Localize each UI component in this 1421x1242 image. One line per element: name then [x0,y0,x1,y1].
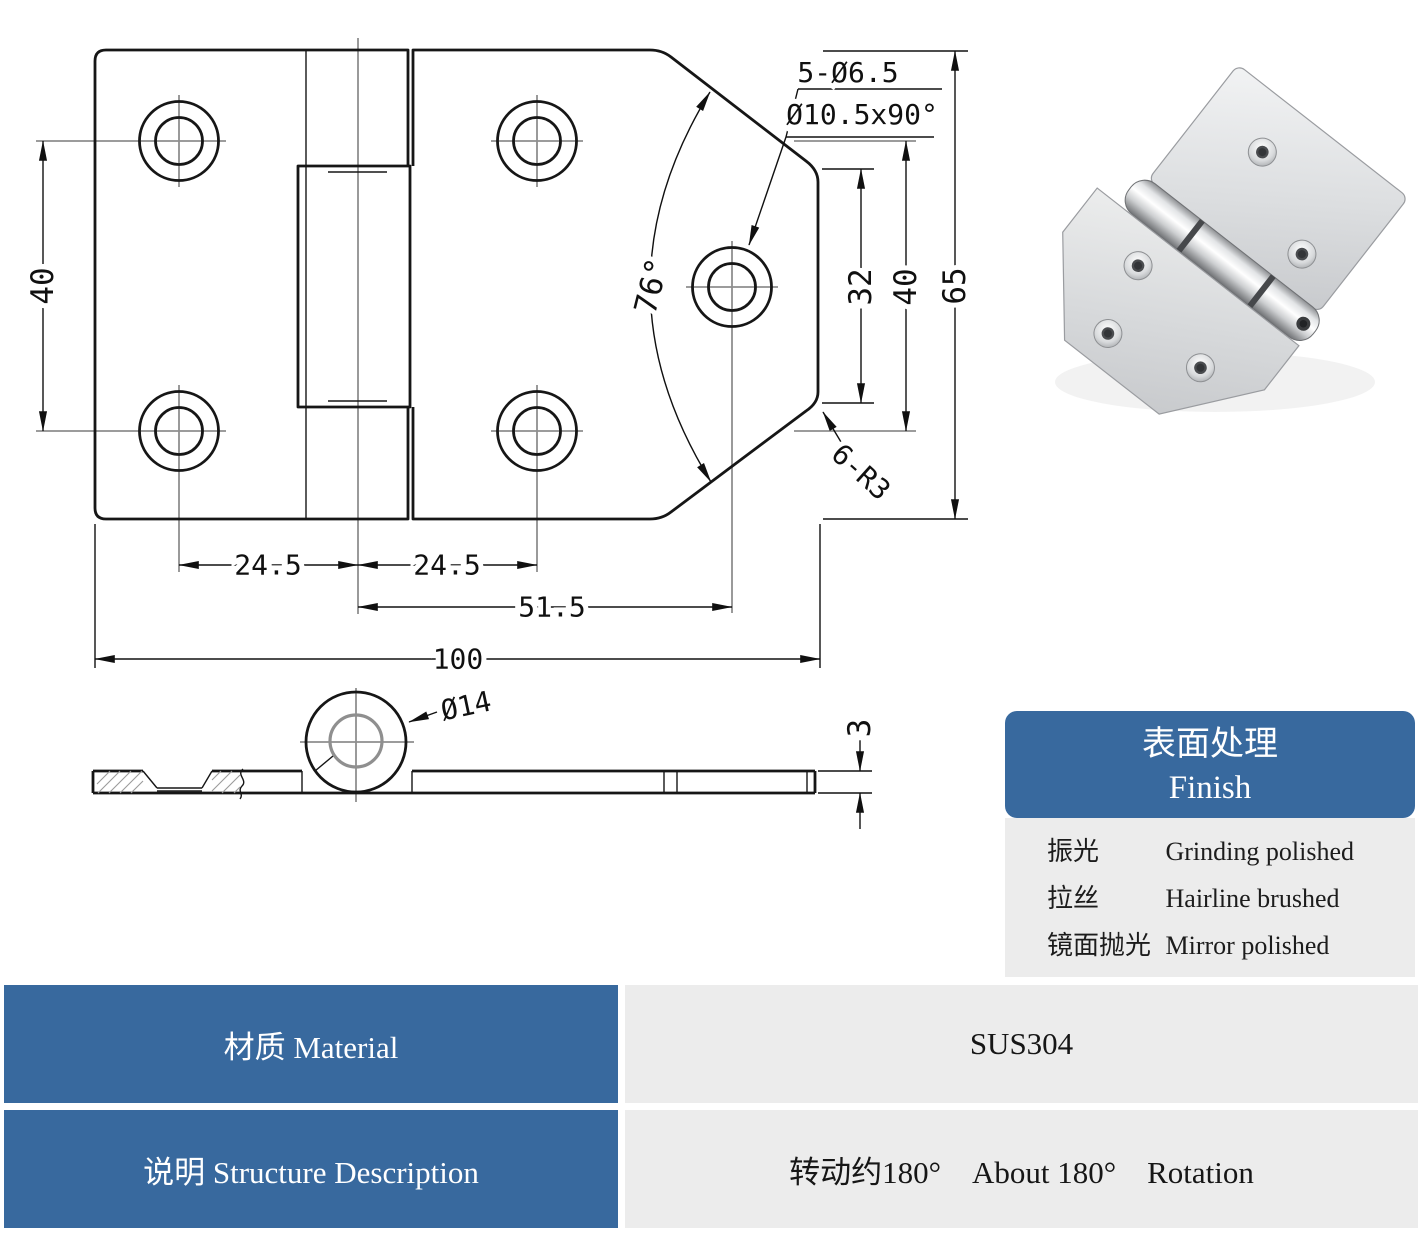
left-leaf [93,48,410,521]
dim-edge: 32 [843,268,879,305]
spec-row-material: 材质 Material SUS304 [4,985,1418,1103]
centerlines [36,38,916,614]
top-view: 5-Ø6.5 Ø10.5x90° 40 32 40 65 24.5 24.5 5… [20,38,978,681]
thin-lines [305,50,387,519]
side-view: Ø14 3 [91,680,883,829]
structure-value-cell: 转动约180° About 180° Rotation [625,1110,1418,1228]
dim-knuckle-dia: Ø14 [438,685,494,728]
knuckle-circle [304,690,408,794]
note-corner-radius: 6-R3 [825,437,897,507]
dim-pitch-a: 24.5 [234,549,301,582]
barrel-gap [1176,218,1205,253]
finish-card: 表面处理 Finish 振光 Grinding polished 拉丝 Hair… [1005,711,1415,977]
part-outline [93,48,820,521]
structure-label-cell: 说明 Structure Description [4,1110,618,1228]
middle-knuckle [296,164,412,409]
dim-height: 65 [937,267,973,304]
finish-title-en: Finish [1168,770,1252,806]
structure-label: 说明 Structure Description [143,1154,479,1190]
right-leaf [411,48,820,521]
material-label-cell: 材质 Material [4,985,618,1103]
note-countersink: Ø10.5x90° [786,98,938,131]
dim-left-holes: 40 [25,267,61,304]
hinge-3d [1062,67,1406,415]
engineering-drawing: 5-Ø6.5 Ø10.5x90° 40 32 40 65 24.5 24.5 5… [20,38,978,829]
note-holes: 5-Ø6.5 [797,56,898,89]
finish-option-en: Mirror polished [1165,931,1330,960]
finish-option-en: Hairline brushed [1165,884,1340,913]
finish-option-cn: 振光 [1047,837,1100,866]
pin-hole [328,713,384,769]
finish-row: 拉丝 Hairline brushed [1005,875,1415,922]
finish-card-body: 振光 Grinding polished 拉丝 Hairline brushed… [1005,818,1415,977]
finish-title-cn: 表面处理 [1142,726,1278,763]
dim-mid-hole: 51.5 [518,591,585,624]
dim-thickness: 3 [842,719,878,738]
product-photo [1055,67,1406,415]
side-thin-lines [142,755,808,800]
finish-row: 镜面抛光 Mirror polished [1005,922,1415,969]
pentagon-leaf [1062,187,1300,415]
finish-option-cn: 拉丝 [1047,884,1100,913]
side-dimensions [408,711,872,829]
dim-angle: 76° [628,254,676,317]
side-outline [91,690,817,795]
material-value-cell: SUS304 [625,985,1418,1103]
side-centerlines [300,688,414,802]
dimension-lines [38,50,968,668]
structure-value: 转动约180° About 180° Rotation [789,1154,1254,1190]
finish-option-cn: 镜面抛光 [1047,931,1152,960]
finish-card-header: 表面处理 Finish [1005,711,1415,818]
barrel-gap [1247,274,1276,308]
spec-row-structure: 说明 Structure Description 转动约180° About 1… [4,1110,1418,1228]
dim-width: 100 [433,643,484,676]
finish-option-en: Grinding polished [1165,837,1355,866]
finish-row: 振光 Grinding polished [1005,828,1415,875]
dim-pitch-b: 24.5 [413,549,480,582]
hatching [96,770,241,794]
dim-right-holes: 40 [888,268,924,305]
material-value: SUS304 [969,1026,1074,1061]
material-label: 材质 Material [223,1029,399,1065]
barrel [1124,179,1320,341]
